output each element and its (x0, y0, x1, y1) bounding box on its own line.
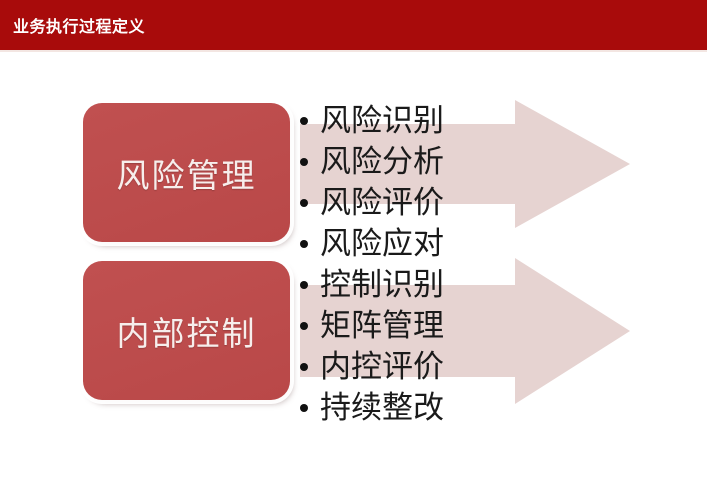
bullet-dot-icon (300, 157, 308, 166)
bullet-dot-icon (300, 198, 308, 207)
bullet-dot-icon (300, 116, 308, 125)
list-item: 持续整改 (298, 387, 558, 428)
bullet-dot-icon (300, 239, 308, 248)
title-banner: 业务执行过程定义 (0, 0, 707, 52)
list-item-label: 控制识别 (320, 267, 444, 302)
list-item: 风险识别 (298, 100, 558, 141)
list-item: 风险评价 (298, 182, 558, 223)
list-item-label: 风险应对 (320, 226, 444, 261)
list-item-label: 风险识别 (320, 103, 444, 138)
list-item: 风险应对 (298, 223, 558, 264)
box-risk-management[interactable]: 风险管理 (83, 103, 290, 242)
list-item: 风险分析 (298, 141, 558, 182)
box-internal-control-label: 内部控制 (116, 316, 257, 353)
list-item: 控制识别 (298, 264, 558, 305)
list-item-label: 内控评价 (320, 349, 444, 384)
list-item-label: 矩阵管理 (320, 308, 444, 343)
bullet-list: 风险识别 风险分析 风险评价 风险应对 控制识别 矩阵管理 内控评价 持续整改 (298, 100, 558, 428)
list-item: 内控评价 (298, 346, 558, 387)
page-title: 业务执行过程定义 (13, 19, 146, 36)
arrow-control-icon (300, 258, 630, 404)
arrow-risk-icon (300, 100, 630, 228)
list-item-label: 风险分析 (320, 144, 444, 179)
list-item-label: 风险评价 (320, 185, 444, 220)
list-item-label: 持续整改 (320, 390, 444, 425)
box-risk-management-label: 风险管理 (116, 158, 257, 195)
bullet-dot-icon (300, 362, 308, 371)
bullet-dot-icon (300, 403, 308, 412)
list-item: 矩阵管理 (298, 305, 558, 346)
bullet-dot-icon (300, 280, 308, 289)
box-internal-control[interactable]: 内部控制 (83, 261, 290, 400)
bullet-dot-icon (300, 321, 308, 330)
